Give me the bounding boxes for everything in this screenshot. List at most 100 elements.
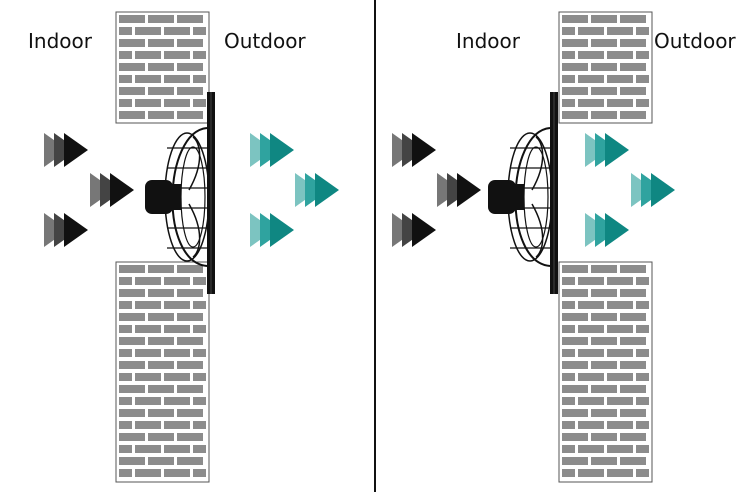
brick — [578, 27, 604, 35]
indoor-label: Indoor — [456, 29, 520, 53]
brick — [620, 385, 646, 393]
brick — [591, 313, 617, 321]
brick — [119, 301, 132, 309]
brick — [193, 373, 206, 381]
brick — [607, 75, 633, 83]
brick — [164, 325, 190, 333]
brick — [164, 51, 190, 59]
outdoor-label: Outdoor — [654, 29, 736, 53]
brick — [135, 469, 161, 477]
panel-wall-mounted-fan: Indoor Outdoor — [0, 0, 374, 492]
brick — [119, 421, 132, 429]
brick — [578, 373, 604, 381]
brick — [607, 277, 633, 285]
brick — [562, 361, 588, 369]
brick — [562, 313, 588, 321]
brick — [119, 75, 132, 83]
brick — [562, 409, 588, 417]
brick — [607, 421, 633, 429]
airflow-arrow-icon — [585, 133, 629, 167]
brick — [148, 39, 174, 47]
brick — [607, 397, 633, 405]
brick — [135, 373, 161, 381]
brick — [148, 409, 174, 417]
brick — [620, 313, 646, 321]
airflow-arrow-icon — [295, 173, 339, 207]
brick — [148, 361, 174, 369]
brick — [636, 75, 649, 83]
brick — [562, 289, 588, 297]
brick-wall-top — [558, 11, 653, 124]
indoor-airflow-arrows — [392, 133, 481, 247]
brick — [148, 63, 174, 71]
brick — [119, 39, 145, 47]
brick — [119, 265, 145, 273]
brick — [636, 99, 649, 107]
brick — [620, 457, 646, 465]
brick — [636, 301, 649, 309]
brick — [591, 361, 617, 369]
brick — [578, 51, 604, 59]
brick — [119, 469, 132, 477]
brick — [562, 349, 575, 357]
brick — [177, 457, 203, 465]
brick — [562, 325, 575, 333]
brick — [135, 349, 161, 357]
brick — [620, 289, 646, 297]
brick — [135, 421, 161, 429]
brick — [177, 265, 203, 273]
brick — [578, 397, 604, 405]
brick — [607, 51, 633, 59]
outdoor-airflow-arrows — [250, 133, 339, 247]
brick — [193, 99, 206, 107]
brick — [562, 337, 588, 345]
brick — [135, 397, 161, 405]
brick — [562, 75, 575, 83]
airflow-arrow-icon — [392, 213, 436, 247]
brick — [177, 313, 203, 321]
brick — [562, 397, 575, 405]
brick — [193, 421, 206, 429]
brick — [562, 301, 575, 309]
brick — [119, 51, 132, 59]
airflow-arrow-icon — [585, 213, 629, 247]
brick — [591, 111, 617, 119]
brick — [591, 457, 617, 465]
brick — [119, 63, 145, 71]
brick — [193, 325, 206, 333]
brick — [119, 373, 132, 381]
airflow-arrow-icon — [90, 173, 134, 207]
brick — [562, 265, 588, 273]
brick — [177, 289, 203, 297]
brick — [135, 51, 161, 59]
brick — [562, 27, 575, 35]
brick-wall-bottom — [115, 261, 210, 483]
airflow-arrow-icon — [631, 173, 675, 207]
brick — [578, 277, 604, 285]
brick — [578, 445, 604, 453]
brick — [591, 289, 617, 297]
brick — [193, 301, 206, 309]
exhaust-fan-icon — [145, 92, 215, 294]
brick — [148, 111, 174, 119]
brick — [119, 87, 145, 95]
brick — [562, 385, 588, 393]
brick — [177, 409, 203, 417]
brick — [135, 325, 161, 333]
brick — [119, 349, 132, 357]
brick — [562, 469, 575, 477]
brick — [636, 421, 649, 429]
brick — [119, 289, 145, 297]
brick — [607, 373, 633, 381]
brick — [193, 469, 206, 477]
brick — [636, 373, 649, 381]
brick — [636, 469, 649, 477]
right-panel-illustration — [392, 11, 675, 483]
brick — [562, 111, 588, 119]
brick — [177, 433, 203, 441]
brick — [119, 361, 145, 369]
brick — [119, 397, 132, 405]
brick — [562, 421, 575, 429]
brick — [135, 445, 161, 453]
indoor-label: Indoor — [28, 29, 92, 53]
